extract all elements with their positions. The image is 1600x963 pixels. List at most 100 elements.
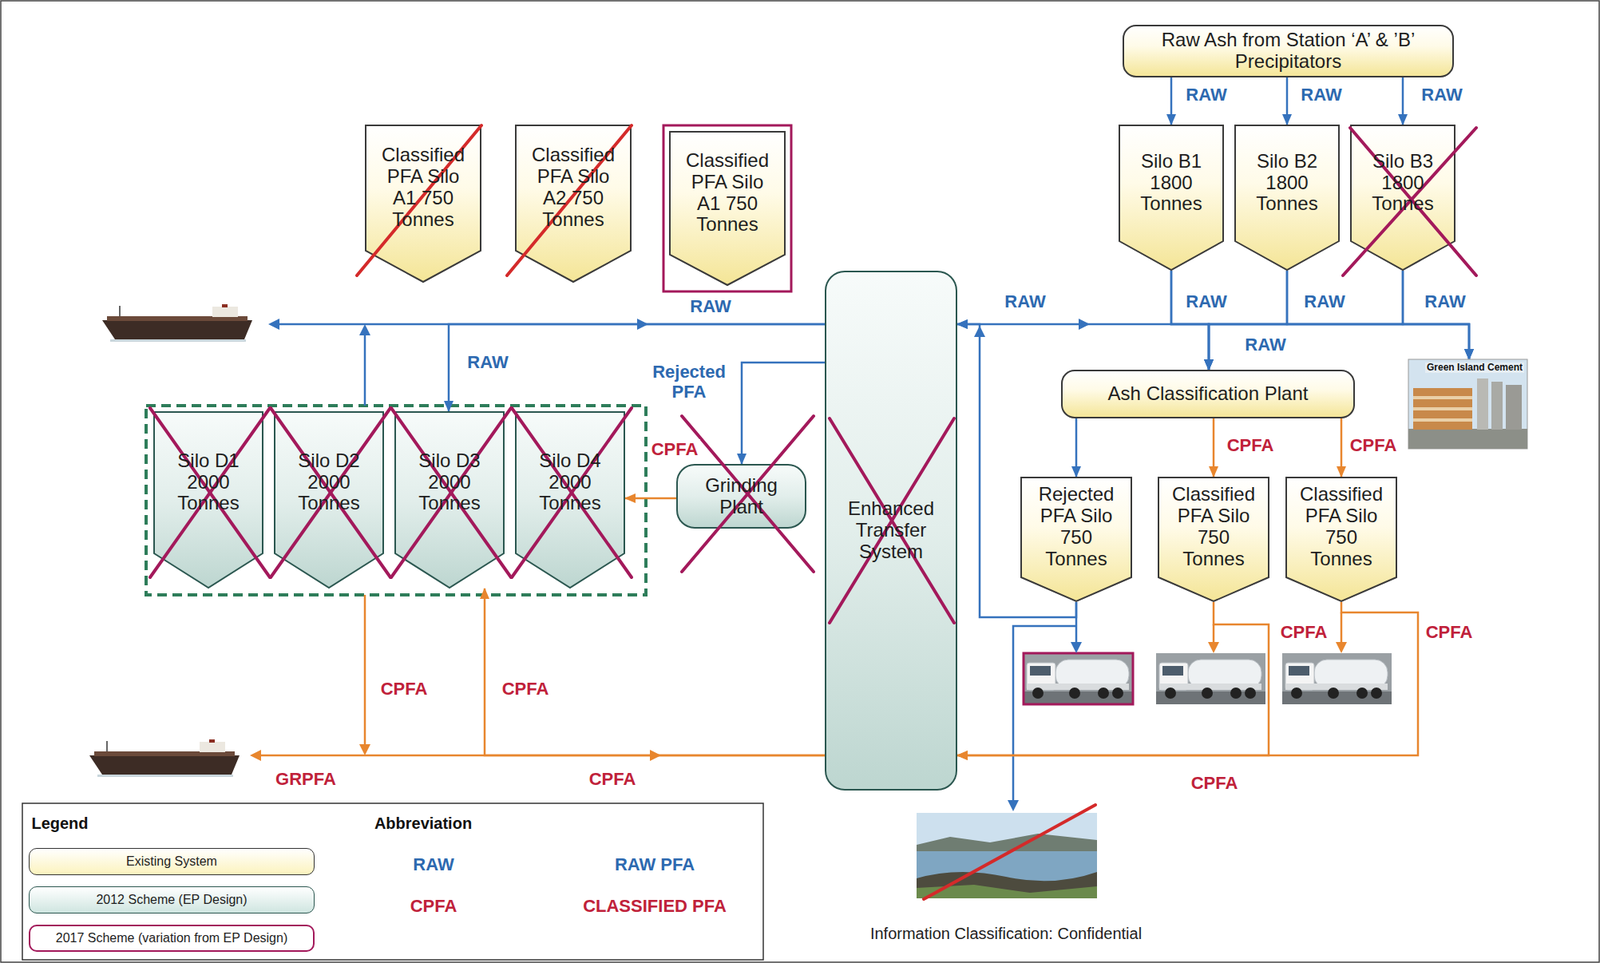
box-outline: [1061, 370, 1355, 418]
variation-frame: [1023, 653, 1133, 705]
silo-outline: [1158, 477, 1269, 602]
silo: Rejected PFA Silo 750 Tonnes: [1020, 476, 1133, 602]
box-outline: [677, 464, 806, 528]
lagoon-photo: [916, 812, 1098, 899]
silo: Silo B1 1800 Tonnes: [1118, 124, 1224, 271]
cpfa-connector: [1212, 418, 1216, 477]
raw-connector: [1208, 270, 1403, 370]
cpfa-connector: [1340, 418, 1343, 477]
lagoon-rocks: [916, 871, 1098, 899]
cpfa-connector: [957, 601, 1418, 756]
flow-label: CPFA: [1188, 772, 1241, 793]
legend-text: Existing System: [126, 854, 218, 869]
silo-outline: [365, 125, 481, 282]
photo-sky: [1408, 359, 1528, 449]
photo-tower: [1505, 384, 1522, 430]
raw-heads: [268, 318, 1090, 812]
flow-label: RAW: [1301, 291, 1347, 312]
source-box: Raw Ash from Station ‘A’ & ’B’ Precipita…: [1122, 24, 1454, 78]
strike-line: [391, 407, 511, 578]
strike-line: [923, 804, 1096, 900]
arrow-head: [359, 744, 371, 756]
node-text: Classified PFA Silo 750 Tonnes: [1294, 483, 1389, 571]
cpfa-heads: [249, 641, 1347, 761]
photo-band: [1413, 418, 1473, 422]
scheme-2012-group: [146, 405, 646, 595]
raw-connector: [1286, 77, 1289, 125]
flow-label: RAW: [687, 296, 733, 317]
silo-outline: [669, 131, 785, 286]
legend-text: 2012 Scheme (EP Design): [95, 892, 247, 907]
box-outline: [1123, 25, 1454, 77]
strike-line: [511, 407, 632, 578]
photo-tower: [1491, 381, 1503, 430]
flow-label: GRPFA: [273, 768, 339, 789]
silo: Classified PFA Silo 750 Tonnes: [1157, 476, 1270, 602]
cpfa-connector: [625, 497, 677, 500]
raw-connector: [1402, 270, 1470, 360]
cpfa-connector: [484, 588, 825, 756]
silo-outline: [515, 125, 631, 282]
photo-tower: [1477, 378, 1489, 430]
flow-label: CPFA: [1347, 435, 1400, 456]
silo: Classified PFA Silo 750 Tonnes: [1285, 476, 1398, 602]
truck: [1156, 653, 1266, 705]
legend-swatch: 2017 Scheme (variation from EP Design): [28, 924, 315, 952]
flow-label: CPFA: [499, 678, 552, 699]
strike-line: [150, 407, 270, 578]
raw-line: [1013, 625, 1077, 802]
node-text: Classified PFA Silo A1 750 Tonnes: [680, 150, 775, 237]
truck: [1282, 653, 1392, 705]
node-text: Silo D4 2000 Tonnes: [522, 450, 618, 515]
raw-connector: [448, 324, 825, 412]
classification-note: Information Classification: Confidential: [867, 924, 1145, 943]
truck: [1023, 653, 1133, 705]
variation-frame: [663, 125, 792, 292]
flow-label: CPFA: [1423, 621, 1476, 642]
arrow-head: [359, 324, 371, 336]
strike-line: [270, 407, 391, 578]
node-text: Classified PFA Silo A1 750 Tonnes: [376, 144, 471, 231]
flow-label: RAW: [1001, 291, 1048, 312]
strike-line: [356, 125, 482, 276]
ship: [102, 304, 253, 342]
arrow-head: [1335, 641, 1347, 654]
raw-connector: [1170, 77, 1173, 125]
abbreviation: CLASSIFIED PFA: [580, 895, 729, 916]
strike-line: [270, 407, 391, 578]
legend-heading: Legend: [28, 814, 91, 833]
node-text: Green Island Cement: [1425, 362, 1525, 373]
abbreviation: CPFA: [407, 895, 460, 916]
arrow-head: [1207, 641, 1220, 654]
flow-label: RAW: [1242, 334, 1288, 355]
silo-outline: [1021, 477, 1132, 602]
arrow-head: [1007, 800, 1019, 812]
legend-swatch: 2012 Scheme (EP Design): [28, 886, 315, 914]
raw-connector: [1075, 418, 1078, 477]
cpfa-lines: [259, 594, 1342, 756]
photo-ground: [1408, 428, 1528, 449]
strike-line: [150, 407, 270, 578]
lagoon-hills: [916, 833, 1098, 852]
silo: Silo B3 1800 Tonnes: [1350, 124, 1456, 271]
lagoon-sky: [916, 812, 1098, 899]
silo: Silo D2 2000 Tonnes: [273, 411, 385, 589]
abbreviation: RAW PFA: [612, 854, 698, 875]
flow-label: CPFA: [378, 678, 431, 699]
cpfa-line: [1212, 624, 1216, 644]
process-box: Grinding Plant: [676, 463, 807, 529]
raw-connector: [957, 324, 1209, 370]
silo: Silo D3 2000 Tonnes: [394, 411, 505, 589]
flow-label: RAW: [1418, 84, 1465, 105]
silo: Silo D1 2000 Tonnes: [153, 411, 264, 589]
raw-connector: [1401, 77, 1405, 125]
strike-line: [829, 418, 955, 623]
node-text: Silo B1 1800 Tonnes: [1124, 150, 1219, 216]
node-text: Rejected PFA Silo 750 Tonnes: [1029, 483, 1124, 571]
arrow-head: [268, 318, 280, 330]
process-box: Ash Classification Plant: [1061, 369, 1355, 419]
photo-band: [1413, 407, 1473, 411]
legend-box: [22, 803, 764, 960]
